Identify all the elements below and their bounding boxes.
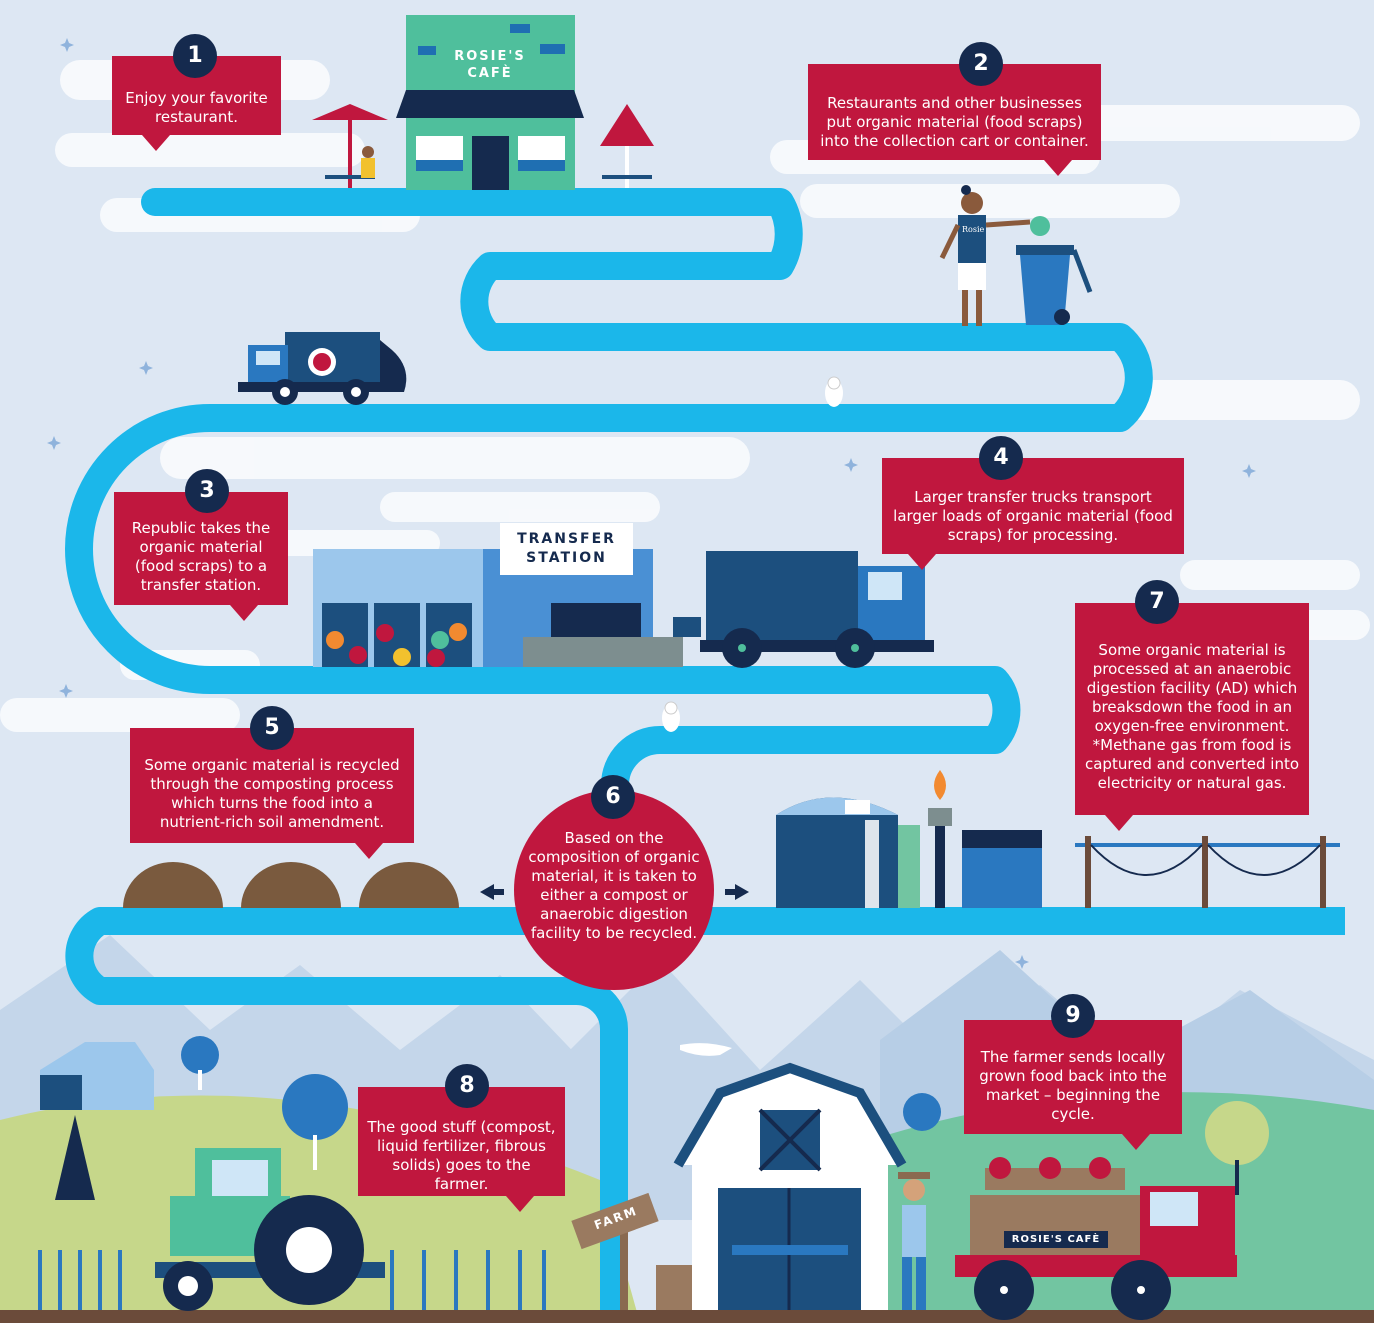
process-path-lower: [65, 907, 1345, 1310]
rosies-cafe-building: [312, 15, 654, 190]
step-7-tail: [1105, 815, 1133, 831]
barn: [673, 1062, 907, 1310]
collection-truck: [238, 332, 407, 405]
step-5-badge: 5: [250, 706, 294, 750]
step-4-badge: 4: [979, 436, 1023, 480]
right-arrow: [735, 884, 749, 900]
process-path: [65, 188, 1153, 914]
step-6-badge: 6: [591, 775, 635, 819]
step-7-badge: 7: [1135, 580, 1179, 624]
trees: [181, 1036, 1269, 1195]
step-1-tail: [142, 135, 170, 151]
step-9-callout: The farmer sends locally grown food back…: [964, 1020, 1182, 1150]
step-6-text: Based on the composition of organic mate…: [528, 829, 700, 942]
step-1-badge: 1: [173, 34, 217, 78]
transfer-station-building: [313, 523, 701, 667]
step-7-text: Some organic material is processed at an…: [1084, 641, 1300, 792]
step-2-badge: 2: [959, 42, 1003, 86]
tractor: [155, 1148, 385, 1311]
farm-sign-board: [571, 1192, 659, 1310]
seagull: [680, 1043, 732, 1056]
step-3-text: Republic takes the organic material (foo…: [131, 519, 271, 594]
step-9-tail: [1122, 1134, 1150, 1150]
step-6-circle: [514, 790, 714, 990]
step-9-text: The farmer sends locally grown food back…: [979, 1048, 1167, 1123]
step-8-text: The good stuff (compost, liquid fertiliz…: [367, 1118, 556, 1193]
step-4-text: Larger transfer trucks transport larger …: [893, 488, 1173, 544]
step-3-badge: 3: [185, 469, 229, 513]
step-2-tail: [1044, 160, 1072, 176]
compost-piles: [123, 862, 459, 908]
anaerobic-digestion-facility: [776, 770, 1340, 908]
transfer-truck: [700, 551, 934, 668]
transfer-station-sign: TRANSFER STATION: [517, 531, 616, 566]
step-8-badge: 8: [445, 1064, 489, 1108]
step-4-callout: Larger transfer trucks transport larger …: [882, 458, 1184, 570]
cafe-sign: ROSIE'S CAFÈ: [454, 49, 526, 81]
step-9-badge: 9: [1051, 994, 1095, 1038]
step-2-callout: Restaurants and other businesses put org…: [808, 64, 1101, 176]
step-5-text: Some organic material is recycled throug…: [144, 756, 400, 831]
step-8-tail: [506, 1196, 534, 1212]
step-3-tail: [230, 605, 258, 621]
left-arrow: [480, 884, 494, 900]
step-5-callout: Some organic material is recycled throug…: [130, 728, 414, 859]
worker-and-cart: [939, 185, 1093, 326]
crops: [38, 1250, 546, 1310]
truck-sign: ROSIE'S CAFÈ: [1004, 1231, 1108, 1248]
apron-label: Rosie: [962, 225, 985, 234]
step-5-tail: [355, 843, 383, 859]
farmhouse: [40, 1042, 154, 1200]
step-7-callout: Some organic material is processed at an…: [1075, 603, 1309, 831]
step-4-tail: [908, 554, 936, 570]
step-2-text: Restaurants and other businesses put org…: [820, 94, 1089, 150]
bird-figures: [662, 376, 843, 732]
step-1-text: Enjoy your favorite restaurant.: [125, 89, 268, 126]
farmer: [898, 1172, 930, 1310]
